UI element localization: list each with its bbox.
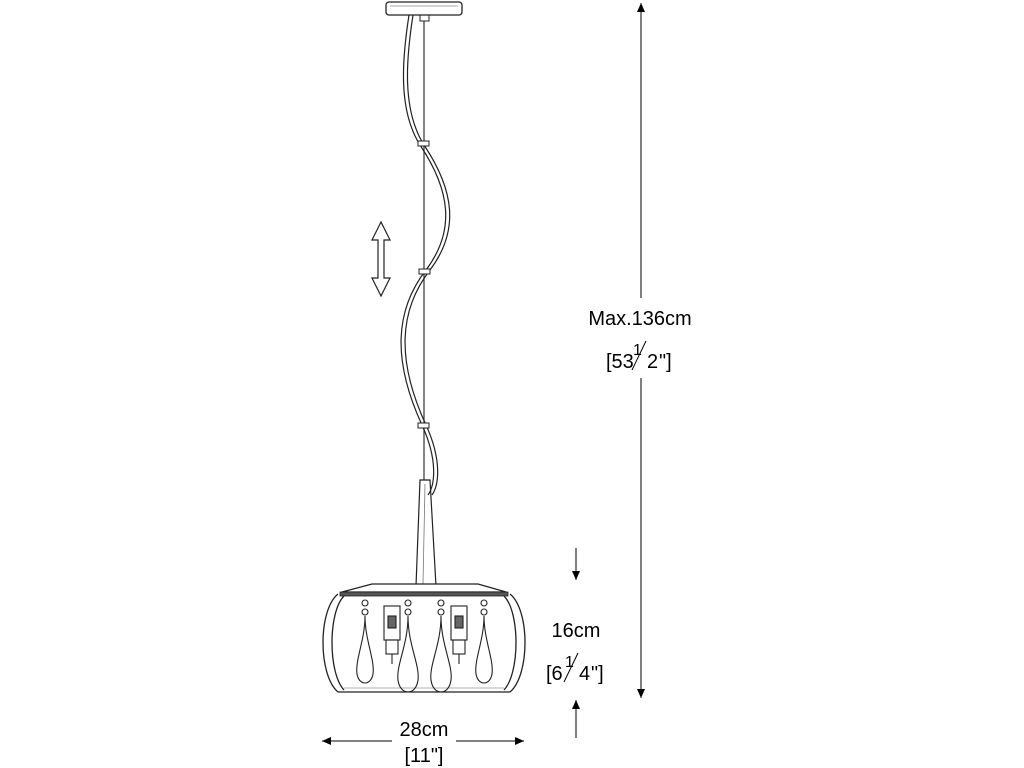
glass-shade <box>322 593 526 693</box>
svg-text:[6: [6 <box>546 663 563 685</box>
bulb-left <box>383 605 401 664</box>
svg-text:"]: "] <box>659 351 672 373</box>
crystal-drop <box>430 599 452 693</box>
width-inch-label: [11"] <box>405 745 444 767</box>
svg-text:1: 1 <box>565 654 574 671</box>
shade-height-inch-label: [6 1 4 "] <box>546 652 604 685</box>
height-adjust-arrow-icon <box>371 220 391 298</box>
svg-text:[53: [53 <box>606 351 634 373</box>
power-cord <box>400 14 451 496</box>
svg-text:4: 4 <box>579 663 590 685</box>
max-height-label: Max.136cm <box>588 308 691 330</box>
max-height-inch-label: [53 1 2 "] <box>606 340 672 373</box>
lamp-stem <box>415 479 437 587</box>
bulb-right <box>450 605 468 664</box>
svg-text:2: 2 <box>647 351 658 373</box>
svg-text:1: 1 <box>633 342 642 359</box>
ceiling-canopy <box>385 1 463 22</box>
crystal-drop <box>475 599 493 684</box>
crystal-drop <box>397 599 419 693</box>
shade-height-label: 16cm <box>552 620 601 642</box>
width-label: 28cm <box>400 719 449 741</box>
crystal-drops <box>356 599 493 693</box>
lamp-top-plate <box>339 583 509 597</box>
crystal-drop <box>356 599 374 684</box>
svg-text:"]: "] <box>591 663 604 685</box>
